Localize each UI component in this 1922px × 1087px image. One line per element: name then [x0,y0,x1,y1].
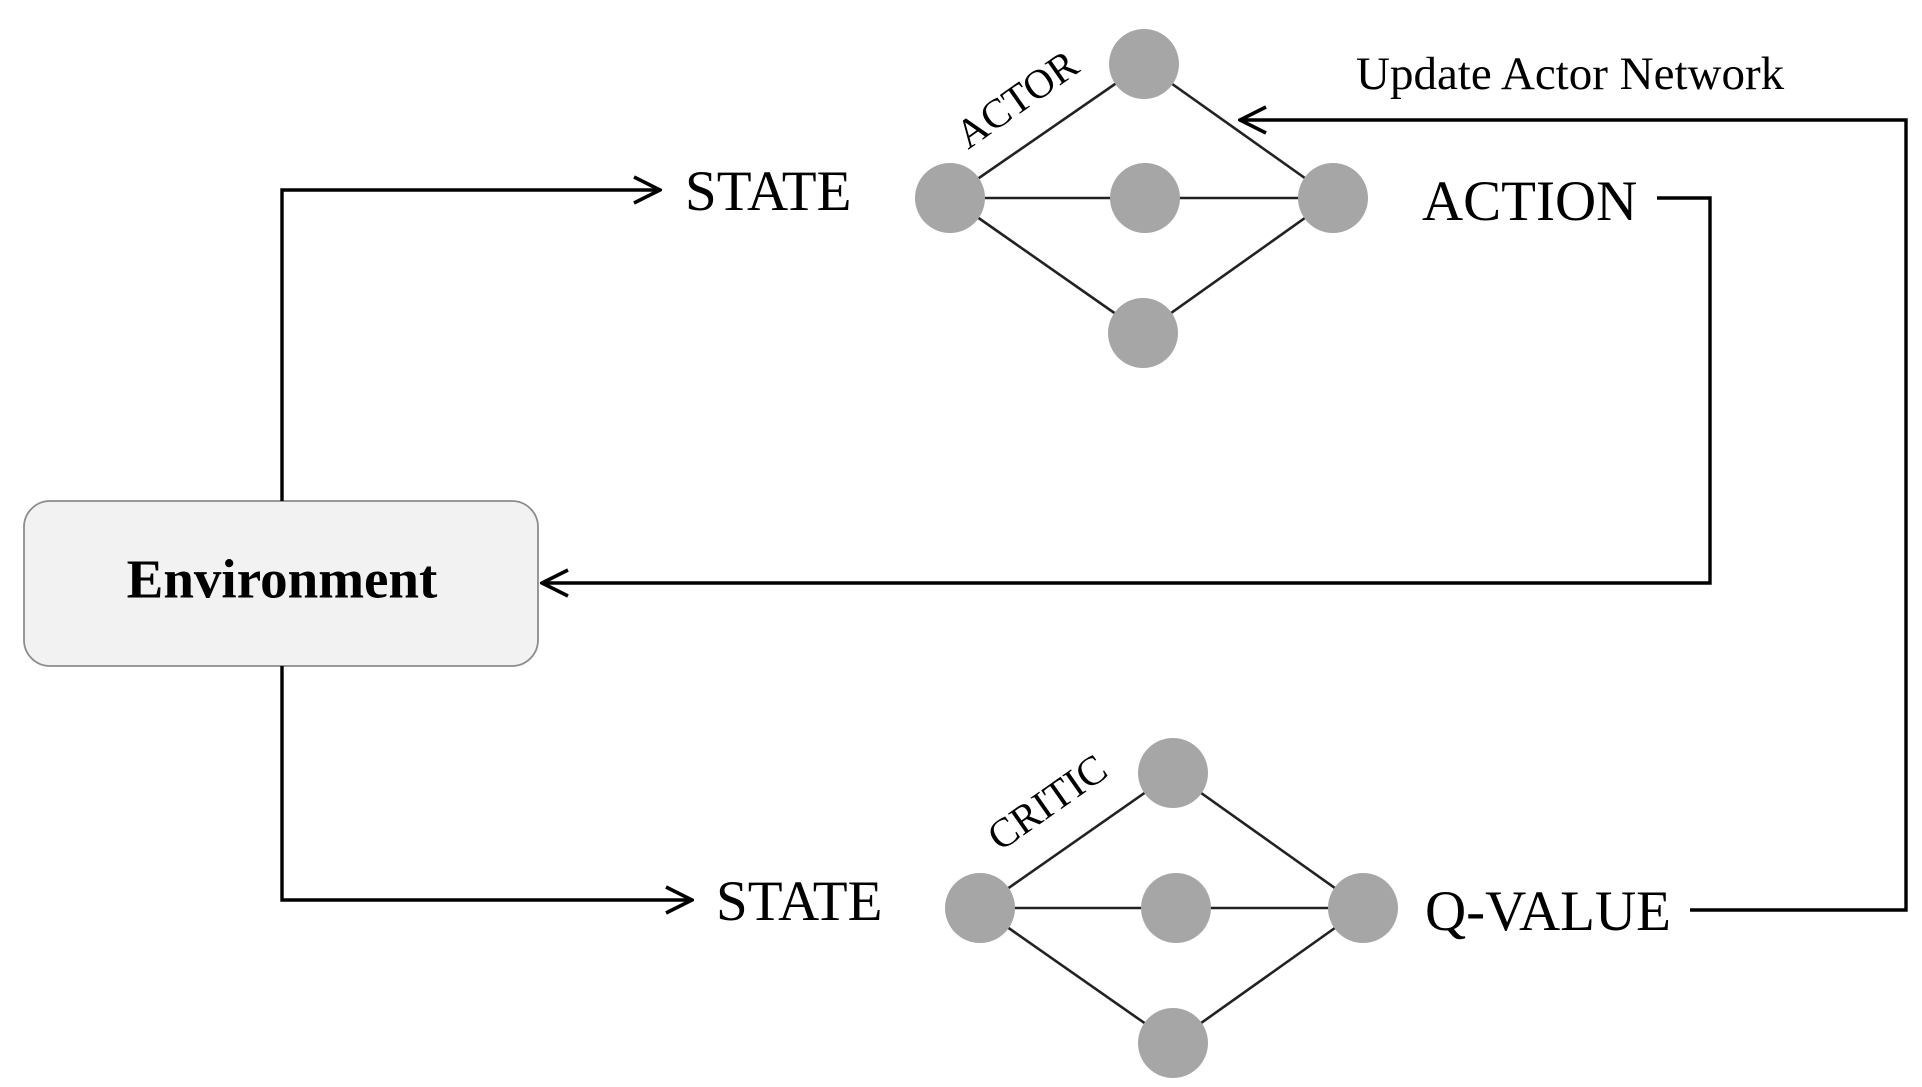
critic-hidden-node-middle [1141,873,1211,943]
critic-hidden-node-bottom [1138,1008,1208,1078]
critic-output-node [1328,873,1398,943]
actor-output-node [1298,163,1368,233]
actor-edge [949,196,1144,335]
actor-edge [1142,196,1334,335]
critic-edge [979,771,1174,910]
actor-edge [1143,62,1334,200]
q-value-label: Q-VALUE [1425,880,1671,943]
critic-edge [1172,771,1364,910]
flow-arrows [280,120,1908,912]
qvalue-update-actor-arrow [1240,120,1908,912]
environment-label: Environment [127,549,438,610]
update-actor-network-label: Update Actor Network [1356,48,1785,100]
actor-network: ACTOR [915,29,1368,368]
critic-tag: CRITIC [979,745,1115,860]
critic-hidden-node-top [1138,738,1208,808]
critic-edge [1172,906,1364,1045]
environment-node: Environment [23,500,539,667]
action-label: ACTION [1422,170,1637,233]
actor-tag: ACTOR [947,40,1087,157]
actor-state-label: STATE [685,160,851,223]
actor-hidden-node-middle [1110,163,1180,233]
environment-to-actor-state-arrow [280,190,660,501]
actor-hidden-node-bottom [1108,298,1178,368]
critic-edge [979,906,1174,1045]
actor-input-node [915,163,985,233]
actor-hidden-node-top [1109,29,1179,99]
critic-state-label: STATE [716,870,882,933]
actor-edge [949,62,1145,200]
critic-input-node [945,873,1015,943]
critic-network: CRITIC [945,738,1398,1078]
environment-to-critic-state-arrow [280,666,692,900]
action-to-environment-arrow [542,196,1712,583]
